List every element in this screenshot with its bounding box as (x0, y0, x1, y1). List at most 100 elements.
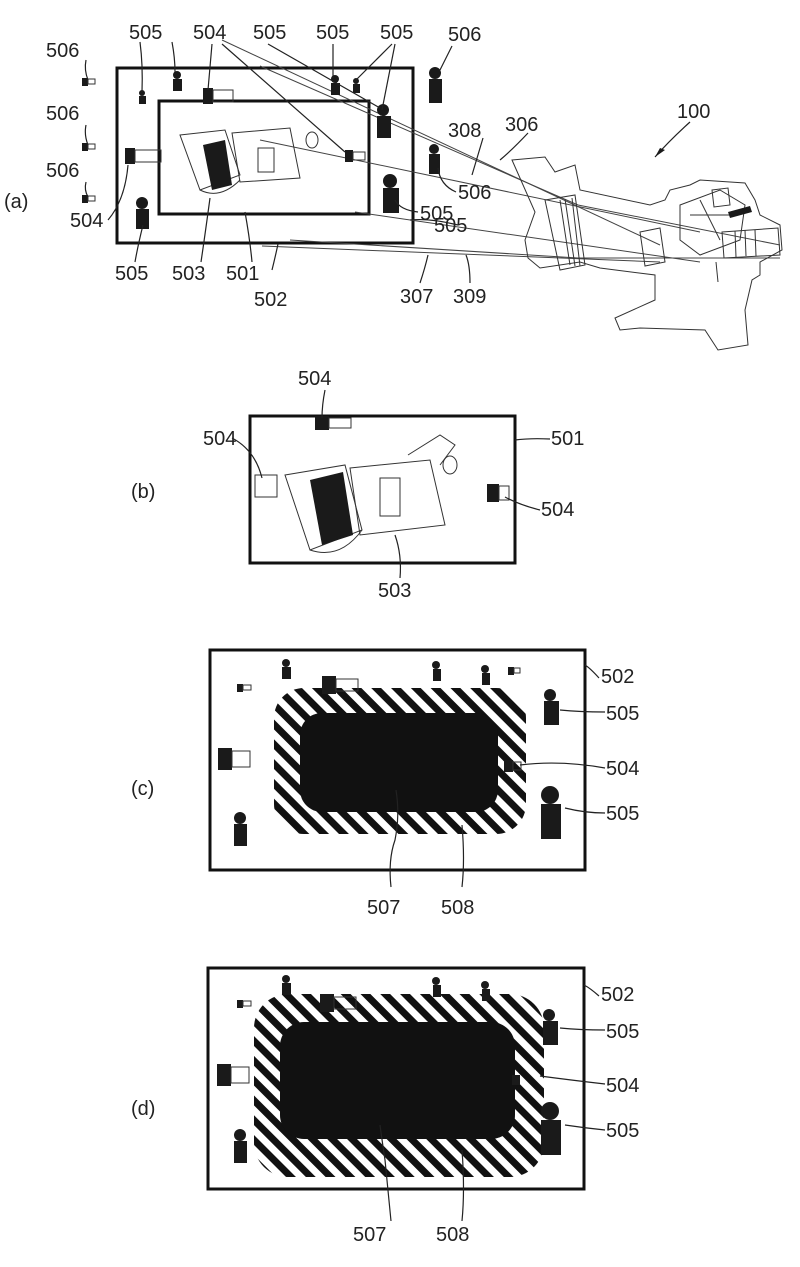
panel-a: (a) (4, 22, 783, 351)
label-506: 506 (458, 182, 491, 204)
panel-b-label: (b) (131, 481, 155, 503)
camera-body (511, 156, 783, 351)
small-camera-504 (345, 150, 366, 162)
label-505: 505 (316, 22, 349, 44)
small-camera-504 (254, 474, 278, 498)
figure-505 (353, 78, 360, 93)
figure-505 (432, 977, 441, 997)
small-camera-504 (203, 88, 234, 104)
label-505: 505 (606, 803, 639, 825)
figure-505 (544, 689, 559, 725)
label-505: 505 (420, 203, 453, 225)
tiny-subject-506 (82, 195, 96, 203)
label-503: 503 (172, 263, 205, 285)
region-501-frame-b (248, 414, 517, 565)
optical-rays (221, 39, 781, 263)
label-505: 505 (606, 1120, 639, 1142)
label-505: 505 (606, 703, 639, 725)
small-camera-504 (125, 148, 162, 164)
label-504: 504 (70, 210, 103, 232)
scene-items-c (218, 659, 561, 846)
label-308: 308 (448, 120, 481, 142)
panel-c-label: (c) (131, 778, 154, 800)
figure-505 (383, 174, 399, 213)
label-504: 504 (203, 428, 236, 450)
leader-lines-d (379, 984, 606, 1222)
figure-505 (234, 812, 247, 846)
figure-505 (541, 786, 561, 839)
figure-505 (481, 665, 490, 685)
figure-505 (541, 1102, 561, 1155)
label-503: 503 (378, 580, 411, 602)
label-504: 504 (193, 22, 226, 44)
panel-c: (c) 502 505 504 505 507 (131, 648, 639, 919)
label-505: 505 (380, 22, 413, 44)
label-505: 505 (129, 22, 162, 44)
label-307: 307 (400, 286, 433, 308)
small-camera-504 (320, 994, 357, 1012)
tiny-subject-506 (429, 67, 442, 103)
figure-505 (432, 661, 441, 681)
figure-505 (481, 981, 490, 1001)
label-504: 504 (606, 758, 639, 780)
main-subject-503-b (284, 434, 458, 553)
figure-505 (136, 197, 149, 229)
tiny-subject-506 (237, 1000, 252, 1008)
small-camera-504 (512, 1075, 520, 1085)
figure-505 (282, 659, 291, 679)
region-501-frame (157, 99, 371, 216)
tiny-subject-506 (237, 684, 252, 692)
label-506: 506 (46, 160, 79, 182)
center-area-507-c (300, 713, 498, 812)
figure-505 (139, 90, 146, 104)
panel-a-label: (a) (4, 191, 28, 213)
labels-a: 506 506 506 505 504 505 505 505 506 100 … (46, 22, 710, 311)
small-camera-504 (217, 1064, 250, 1086)
label-502: 502 (601, 984, 634, 1006)
tiny-subject-506-group (82, 67, 442, 203)
small-camera-504 (504, 760, 522, 772)
label-306: 306 (505, 114, 538, 136)
label-508: 508 (441, 897, 474, 919)
label-504: 504 (606, 1075, 639, 1097)
region-502-frame-d (206, 966, 586, 1191)
label-501: 501 (226, 263, 259, 285)
panel-d: (d) 502 505 504 505 507 508 (131, 966, 639, 1246)
label-506: 506 (46, 40, 79, 62)
leader-lines-b (231, 389, 551, 579)
small-camera-504 (315, 416, 352, 430)
panel-b: (b) 504 504 501 504 (131, 368, 584, 602)
scene-items-d (217, 975, 561, 1163)
small-camera-504-group (125, 88, 366, 164)
label-508: 508 (436, 1224, 469, 1246)
figure-505 (543, 1009, 558, 1045)
tiny-subject-506 (82, 143, 96, 151)
figure-505 (377, 104, 391, 138)
main-subject-503-a (179, 127, 319, 194)
center-area-507-d (280, 1022, 515, 1139)
label-505: 505 (115, 263, 148, 285)
label-507: 507 (367, 897, 400, 919)
label-501: 501 (551, 428, 584, 450)
label-505: 505 (253, 22, 286, 44)
label-502: 502 (601, 666, 634, 688)
label-506: 506 (448, 24, 481, 46)
tiny-subject-506 (82, 78, 96, 86)
tiny-subject-506 (508, 667, 521, 675)
label-309: 309 (453, 286, 486, 308)
region-502-frame-c (208, 648, 587, 872)
figure-505-group (136, 71, 399, 229)
figure-505 (282, 975, 291, 995)
leader-lines-a (84, 41, 691, 284)
figure-505 (173, 71, 182, 91)
leader-lines-c (389, 664, 606, 888)
label-505: 505 (606, 1021, 639, 1043)
panel-d-label: (d) (131, 1098, 155, 1120)
figure-505 (234, 1129, 247, 1163)
small-camera-504 (487, 484, 510, 502)
small-camera-504 (322, 676, 359, 694)
label-507: 507 (353, 1224, 386, 1246)
label-505: 505 (434, 215, 467, 237)
label-506: 506 (46, 103, 79, 125)
